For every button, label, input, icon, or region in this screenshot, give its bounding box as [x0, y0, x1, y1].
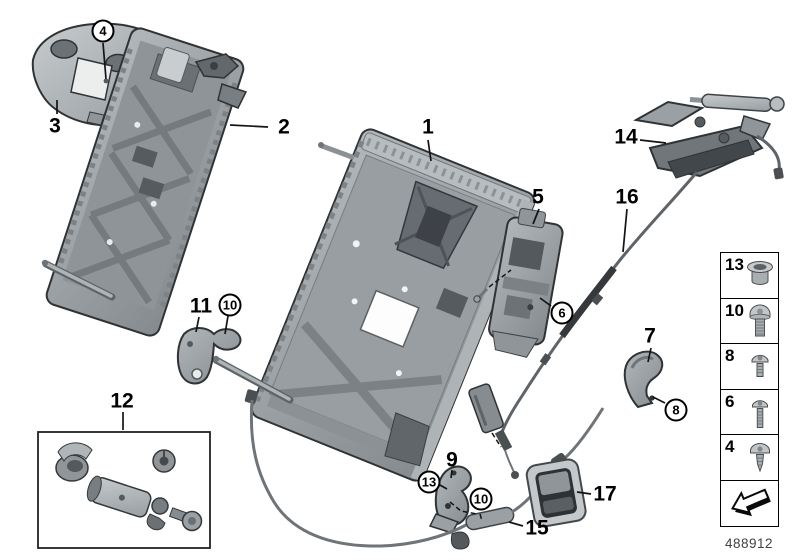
- part-1-pivot-pin: [318, 142, 355, 160]
- part-2-frame[interactable]: [44, 26, 246, 338]
- callout-circle-6[interactable]: 6: [550, 301, 574, 325]
- part-11-bracket[interactable]: [176, 327, 242, 385]
- callout-label-1[interactable]: 1: [422, 115, 434, 139]
- legend-num-4: 4: [725, 437, 735, 456]
- legend-box-6[interactable]: 6: [720, 388, 779, 436]
- callout-circle-8[interactable]: 8: [664, 398, 688, 422]
- part-5-mount-screw: [473, 287, 489, 303]
- part-2-latch-levers: [156, 46, 248, 109]
- legend-box-10[interactable]: 10: [720, 297, 779, 345]
- callout-circle-10a[interactable]: 10: [218, 293, 242, 317]
- legend-num-8: 8: [725, 346, 735, 365]
- assembly-dashed-lines: [449, 269, 512, 522]
- flanged-bushing-icon: [747, 261, 773, 285]
- callout-label-3[interactable]: 3: [49, 114, 61, 138]
- callout-label-16[interactable]: 16: [615, 185, 639, 209]
- part-14-lock-mechanism[interactable]: [633, 93, 785, 179]
- legend-box-direction[interactable]: [720, 479, 779, 527]
- callout-label-12[interactable]: 12: [110, 389, 134, 413]
- part-17-handle[interactable]: [525, 407, 605, 528]
- torx-pan-head-bolt-icon: [749, 304, 771, 336]
- torsion-rod-left: [41, 259, 116, 301]
- legend-num-13: 13: [725, 255, 744, 274]
- fastener-legend: 13 10 8: [720, 252, 779, 527]
- callout-label-9[interactable]: 9: [446, 448, 458, 472]
- callout-label-17[interactable]: 17: [593, 482, 617, 506]
- callout-label-2[interactable]: 2: [278, 115, 290, 139]
- leader-lines: [56, 42, 667, 527]
- callout-circle-13[interactable]: 13: [417, 470, 441, 494]
- direction-arrow-icon: [730, 488, 771, 516]
- cable-actuator: [468, 383, 504, 434]
- legend-num-6: 6: [725, 391, 735, 411]
- part-5-lock-housing[interactable]: [485, 206, 566, 360]
- self-tapping-screw-icon: [750, 443, 770, 473]
- pan-head-screw-long-icon: [752, 399, 768, 428]
- callout-label-11[interactable]: 11: [189, 294, 213, 318]
- pan-head-screw-short-icon: [751, 354, 769, 377]
- legend-box-13[interactable]: 13: [720, 252, 779, 299]
- legend-box-8[interactable]: 8: [720, 343, 779, 390]
- legend-box-4[interactable]: 4: [720, 434, 779, 481]
- part-16-bowden-cable[interactable]: [494, 134, 784, 479]
- callout-circle-4[interactable]: 4: [91, 19, 115, 43]
- part-12-kit[interactable]: [37, 431, 211, 549]
- callout-label-7[interactable]: 7: [644, 324, 656, 348]
- drawing-number: 488912: [724, 536, 774, 551]
- callout-label-5[interactable]: 5: [532, 185, 544, 209]
- torsion-rod-center: [212, 355, 294, 404]
- legend-num-10: 10: [725, 300, 744, 320]
- callout-circle-10b[interactable]: 10: [469, 487, 493, 511]
- callout-label-14[interactable]: 14: [614, 125, 638, 149]
- callout-label-15[interactable]: 15: [525, 516, 549, 540]
- part-9-bracket[interactable]: [428, 465, 472, 534]
